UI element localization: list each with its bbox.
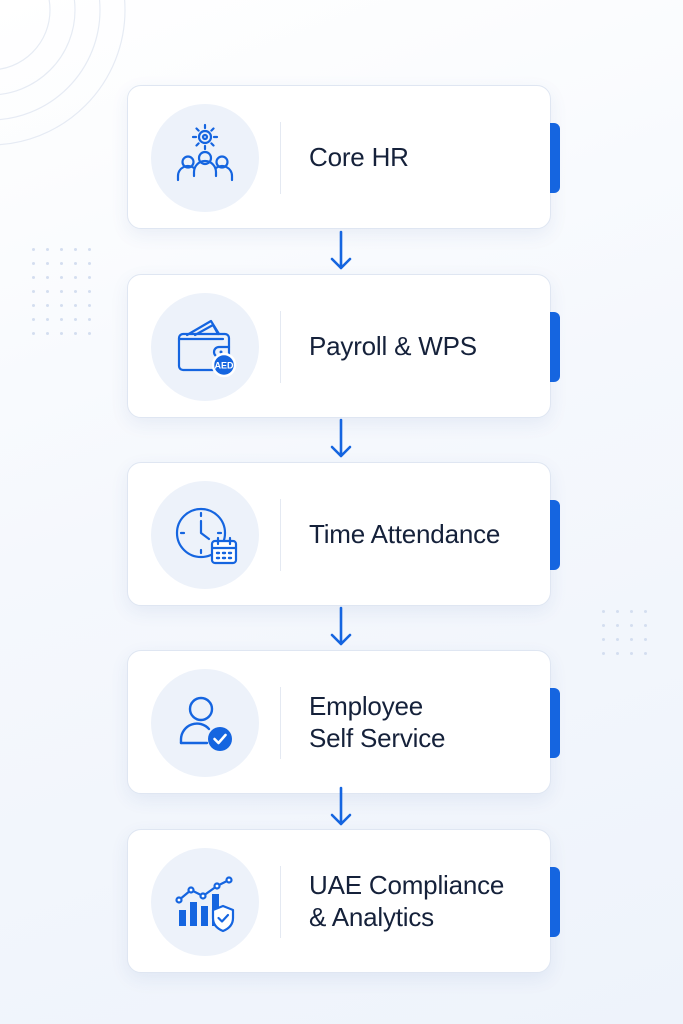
decorative-dots-right xyxy=(602,610,649,657)
icon-badge xyxy=(151,669,259,777)
team-gear-icon xyxy=(176,123,234,182)
step-label-line: Self Service xyxy=(309,723,446,753)
step-label: Time Attendance xyxy=(309,463,540,605)
divider xyxy=(280,499,281,571)
step-label: Payroll & WPS xyxy=(309,275,540,417)
decorative-dots-left xyxy=(32,248,93,337)
step-label-line: UAE Compliance xyxy=(309,870,505,900)
icon-badge xyxy=(151,481,259,589)
step-label-line: & Analytics xyxy=(309,902,434,932)
step-label-line: Time Attendance xyxy=(309,519,501,549)
accent-tab xyxy=(550,867,560,937)
step-card-uae-compliance-analytics[interactable]: UAE Compliance & Analytics xyxy=(127,829,560,973)
step-label-line: Employee xyxy=(309,691,424,721)
arrow-down-icon xyxy=(330,418,352,458)
divider xyxy=(280,687,281,759)
icon-badge: AED xyxy=(151,293,259,401)
arrow-down-icon xyxy=(330,230,352,270)
accent-tab xyxy=(550,312,560,382)
icon-badge xyxy=(151,104,259,212)
arrow-down-icon xyxy=(330,606,352,646)
divider xyxy=(280,311,281,383)
divider xyxy=(280,866,281,938)
step-card-employee-self-service[interactable]: Employee Self Service xyxy=(127,650,560,794)
step-card-time-attendance[interactable]: Time Attendance xyxy=(127,462,560,606)
step-label-line: Core HR xyxy=(309,142,409,172)
decorative-arcs xyxy=(0,0,126,146)
accent-tab xyxy=(550,500,560,570)
arrow-down-icon xyxy=(330,786,352,826)
wallet-icon: AED xyxy=(177,319,237,378)
clock-calendar-icon xyxy=(175,507,238,565)
step-label-line: Payroll & WPS xyxy=(309,331,477,361)
currency-badge: AED xyxy=(214,361,234,371)
icon-badge xyxy=(151,848,259,956)
step-label: UAE Compliance & Analytics xyxy=(309,830,540,972)
divider xyxy=(280,122,281,194)
user-check-icon xyxy=(179,696,232,751)
analytics-shield-icon xyxy=(175,876,235,933)
step-label: Employee Self Service xyxy=(309,651,540,793)
accent-tab xyxy=(550,688,560,758)
step-card-core-hr[interactable]: Core HR xyxy=(127,85,560,229)
step-label: Core HR xyxy=(309,86,540,228)
accent-tab xyxy=(550,123,560,193)
step-card-payroll-wps[interactable]: AED Payroll & WPS xyxy=(127,274,560,418)
